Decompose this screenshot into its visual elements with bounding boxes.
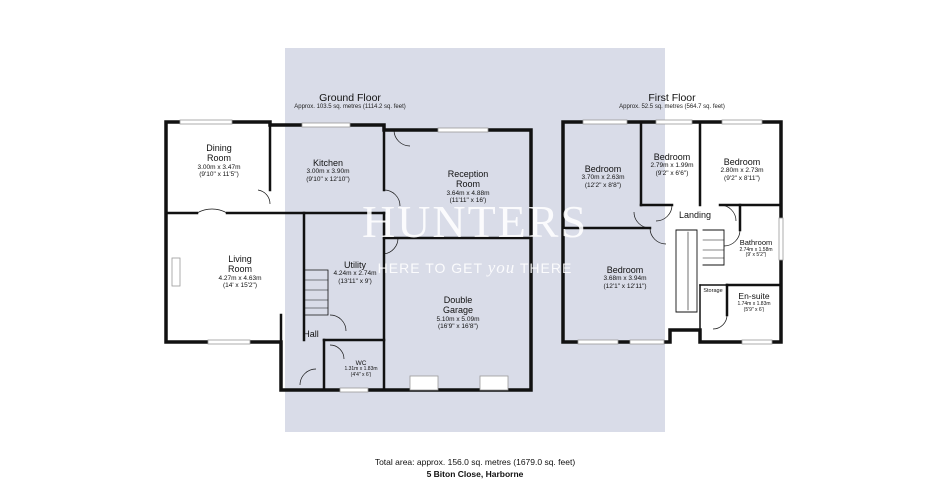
room-name: En-suite — [738, 291, 770, 301]
ground-floor-windows — [171, 119, 509, 393]
watermark-brand: HUNTERS — [361, 196, 589, 247]
tagline-pre: HERE TO GET — [377, 260, 483, 276]
room-wc: WC 1.31m x 1.83m (4'4" x 6') — [334, 360, 388, 379]
total-area: Total area: approx. 156.0 sq. metres (16… — [374, 457, 576, 467]
storage-label: Storage — [703, 288, 723, 294]
room-bedroom-3: Bedroom 2.80m x 2.73m (9'2" x 8'11") — [704, 157, 780, 182]
room-metric: 4.24m x 2.74m — [333, 270, 377, 278]
first-floor-windows — [577, 119, 784, 345]
room-imperial: (9' x 5'2") — [745, 252, 767, 259]
room-imperial: (16'9" x 16'8") — [438, 323, 478, 331]
room-metric: 3.00m x 3.90m — [306, 168, 350, 176]
watermark-tagline: HERE TO GET you THERE — [285, 258, 665, 278]
room-metric: 3.00m x 3.47m — [197, 163, 241, 171]
room-utility: Utility 4.24m x 2.74m (13'11" x 9') — [315, 260, 395, 285]
room-metric: 1.74m x 1.83m — [737, 300, 771, 307]
room-imperial: (5'9" x 6') — [743, 306, 765, 313]
room-bedroom-2: Bedroom 2.79m x 1.99m (9'2" x 6'6") — [642, 152, 702, 177]
first-floor-title: First Floor — [648, 92, 696, 104]
room-metric: 2.80m x 2.73m — [720, 167, 764, 175]
room-name: Bedroom — [584, 164, 622, 174]
room-bathroom: Bathroom 2.74m x 1.58m (9' x 5'2") — [730, 238, 782, 259]
room-imperial: (9'10" x 12'10") — [306, 175, 350, 183]
room-name: Bedroom — [723, 157, 761, 167]
tagline-post: THERE — [519, 260, 573, 276]
room-imperial: (9'2" x 6'6") — [655, 169, 689, 177]
room-kitchen: Kitchen 3.00m x 3.90m (9'10" x 12'10") — [283, 158, 373, 183]
room-metric: 1.31m x 1.83m — [344, 366, 378, 373]
property-address: 5 Biton Close, Harborne — [426, 469, 524, 479]
room-imperial: (4'4" x 6') — [350, 372, 372, 379]
room-imperial: (13'11" x 9') — [338, 277, 372, 285]
room-name: Dining Room — [206, 143, 232, 164]
room-name: WC — [355, 360, 367, 367]
first-floor-doors — [633, 204, 741, 330]
room-reception-room: Reception Room 3.64m x 4.88m (11'11" x 1… — [418, 169, 518, 205]
room-imperial: (12'2" x 8'8") — [584, 181, 622, 189]
room-name: Kitchen — [312, 158, 344, 168]
room-imperial: (14' x 15'2") — [222, 282, 258, 290]
room-metric: 3.68m x 3.94m — [603, 275, 647, 283]
ground-floor-title: Ground Floor — [319, 92, 381, 104]
room-metric: 2.79m x 1.99m — [650, 162, 694, 170]
room-name: Bedroom — [606, 265, 644, 275]
room-bedroom-4: Bedroom 3.68m x 3.94m (12'1" x 12'11") — [580, 265, 670, 290]
room-imperial: (9'10" x 11'5") — [199, 171, 239, 179]
room-imperial: (9'2" x 8'11") — [724, 174, 760, 182]
ground-floor-area: Approx. 103.5 sq. metres (1114.2 sq. fee… — [294, 104, 406, 110]
room-name: Bathroom — [739, 238, 773, 247]
room-bedroom-1: Bedroom 3.70m x 2.63m (12'2" x 8'8") — [565, 164, 641, 189]
room-dining-room: Dining Room 3.00m x 3.47m (9'10" x 11'5"… — [174, 143, 264, 179]
room-name: Bedroom — [653, 152, 691, 162]
highlight-band — [285, 48, 665, 432]
room-metric: 5.10m x 5.09m — [436, 315, 480, 323]
room-metric: 3.70m x 2.63m — [581, 174, 625, 182]
landing-label: Landing — [678, 210, 712, 220]
room-name: Utility — [344, 260, 366, 270]
room-imperial: (11'11" x 16') — [449, 197, 487, 205]
room-name: Reception Room — [447, 169, 489, 190]
tagline-you: you — [487, 258, 516, 277]
first-floor-area: Approx. 52.5 sq. metres (564.7 sq. feet) — [619, 104, 725, 110]
ground-floor-doors — [196, 129, 411, 386]
room-living-room: Living Room 4.27m x 4.63m (14' x 15'2") — [190, 254, 290, 290]
room-double-garage: Double Garage 5.10m x 5.09m (16'9" x 16'… — [408, 295, 508, 331]
room-name: Living Room — [227, 254, 252, 275]
room-metric: 4.27m x 4.63m — [218, 274, 262, 282]
hall-label: Hall — [303, 329, 319, 339]
room-name: Double Garage — [442, 295, 474, 316]
room-metric: 2.74m x 1.58m — [739, 246, 773, 253]
room-metric: 3.64m x 4.88m — [446, 189, 490, 197]
room-en-suite: En-suite 1.74m x 1.83m (5'9" x 6') — [728, 291, 780, 313]
room-imperial: (12'1" x 12'11") — [603, 282, 647, 290]
